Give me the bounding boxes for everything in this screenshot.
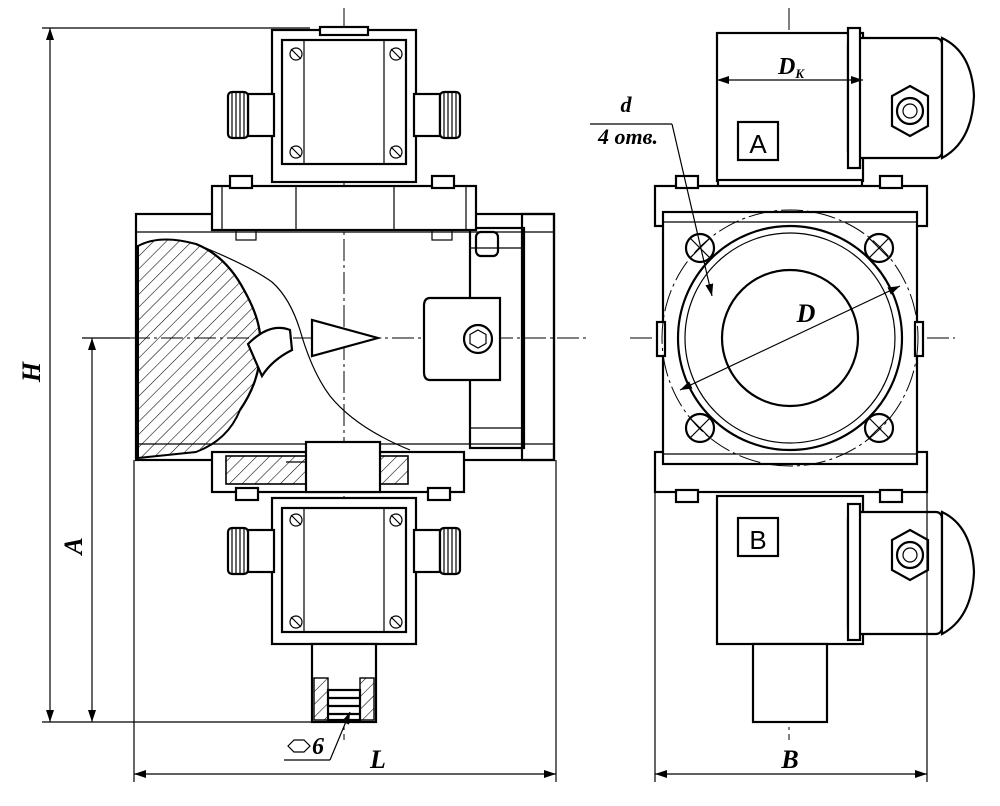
section-cutaway [137, 238, 411, 460]
coil-b-marker-frame [736, 516, 780, 558]
dimension-d-label: D [796, 299, 816, 328]
dimension-hex-leader [329, 711, 351, 761]
dimension-b-label: B [780, 745, 798, 774]
coil-b-marker: B [749, 525, 766, 555]
bottom-connector-box [226, 496, 462, 646]
dimension-dk-label: DK [777, 54, 805, 81]
top-connector-box [226, 25, 462, 184]
coil-a-marker-frame [736, 120, 780, 162]
coil-a: A [715, 26, 976, 192]
dimension-holes-count: 4 отв. [597, 124, 658, 149]
flow-direction-arrow [310, 318, 383, 358]
coil-b: B [715, 494, 976, 724]
bolt-hole [684, 412, 716, 444]
bottom-flange [210, 440, 466, 502]
valve-body [134, 212, 556, 462]
hex-symbol-icon [287, 739, 311, 753]
bolt-hole [863, 232, 895, 264]
coil-a-marker: A [749, 129, 767, 159]
top-flange [210, 174, 478, 241]
dimension-l-label: L [369, 745, 386, 774]
dimension-d-holes-leader [671, 123, 714, 297]
side-view: A [630, 8, 976, 740]
bottom-stem [310, 642, 378, 724]
flange-outer-circle [676, 224, 904, 452]
dimension-a-label: A [59, 537, 88, 556]
dimensions: H A L B D DK d 4 отв. 6 [17, 27, 928, 782]
front-view [95, 8, 590, 740]
bolt-circle [661, 209, 919, 467]
bolt-hole [863, 412, 895, 444]
dimension-d-holes-label: d [621, 92, 633, 117]
dimension-hex-label: 6 [312, 734, 324, 760]
dimension-h-label: H [17, 361, 46, 383]
dimension-d [679, 285, 901, 391]
bolt-hole [684, 232, 716, 264]
